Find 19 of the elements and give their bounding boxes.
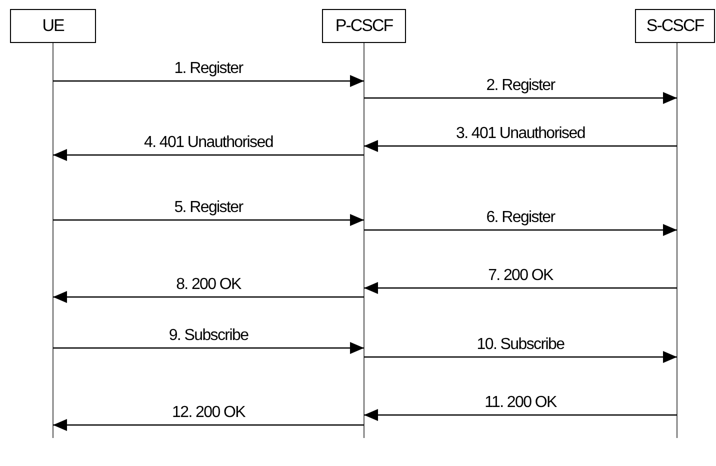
message-label: 1. Register [172, 60, 245, 78]
participant-box: UE [10, 9, 96, 43]
message-arrow [53, 214, 364, 226]
message-label: 2. Register [484, 77, 557, 95]
message-arrow [364, 92, 677, 104]
message-arrow [364, 409, 677, 421]
message-arrow [364, 224, 677, 236]
message-arrow [364, 282, 677, 294]
message-arrow [53, 291, 364, 303]
message-label: 6. Register [484, 209, 557, 227]
participant-box: P-CSCF [322, 9, 406, 43]
message-arrow [364, 351, 677, 363]
message-arrow [53, 75, 364, 87]
message-arrow [364, 140, 677, 152]
message-arrow [53, 342, 364, 354]
message-label: 5. Register [172, 199, 245, 217]
participant-box: S-CSCF [635, 9, 715, 43]
message-arrow [53, 149, 364, 161]
message-arrow [53, 419, 364, 431]
